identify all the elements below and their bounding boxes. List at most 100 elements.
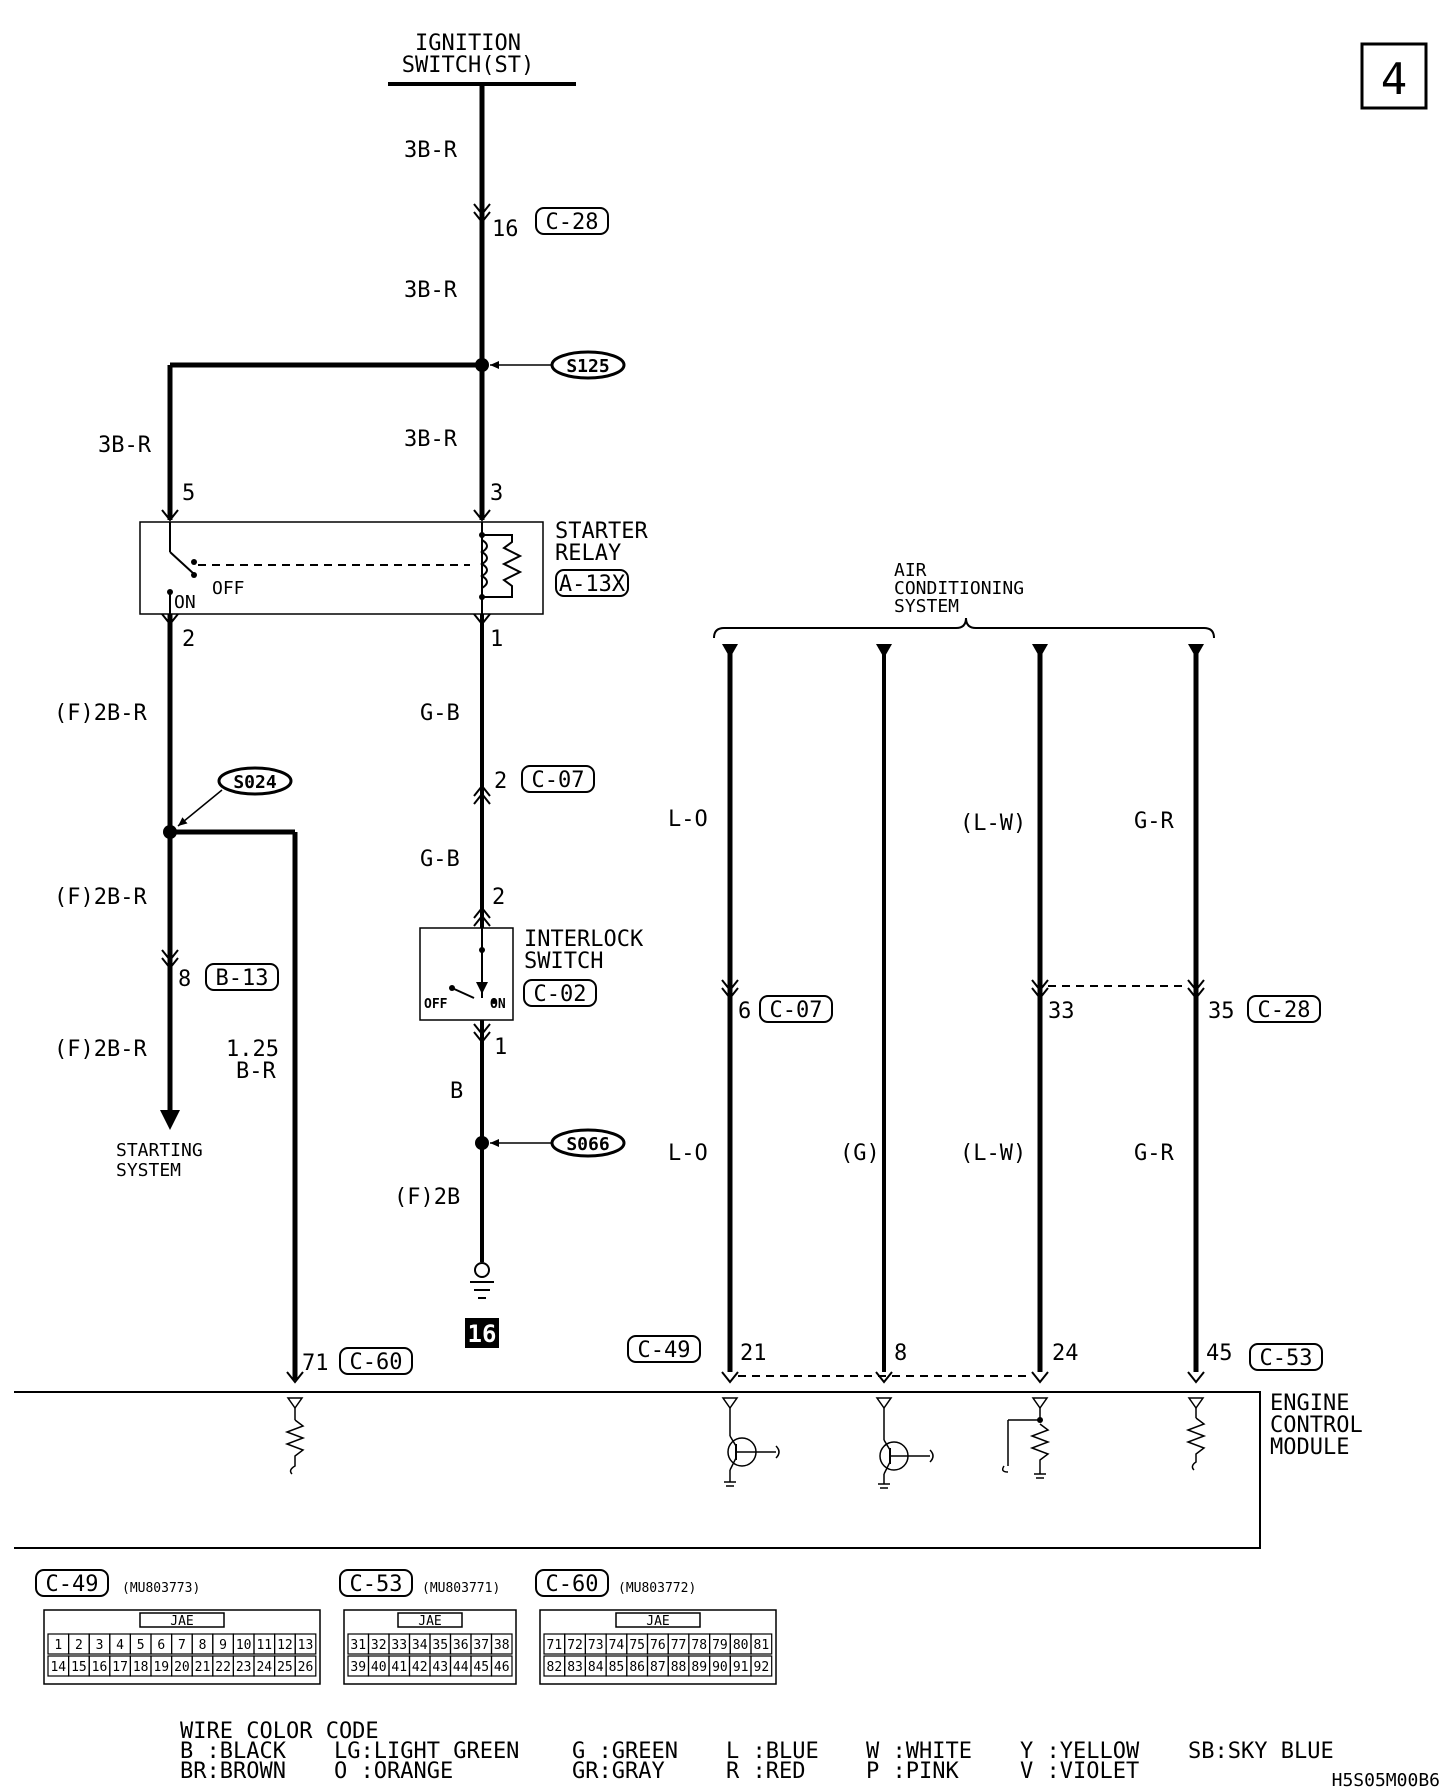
pin-number: 5 — [137, 1638, 145, 1653]
cv-c60-name: C-60 — [546, 1572, 599, 1597]
pin-number: 72 — [567, 1638, 583, 1653]
interlock-off: OFF — [424, 997, 448, 1012]
pin-number: 2 — [75, 1638, 83, 1653]
pin-number: 6 — [157, 1638, 165, 1653]
pin-number: 85 — [609, 1660, 625, 1675]
color-code-entry: SB:SKY BLUE — [1188, 1739, 1334, 1764]
wire-label-gb-1: G-B — [420, 701, 460, 726]
ground-number-box — [465, 1318, 499, 1348]
ignition-label-1: IGNITION — [415, 31, 521, 56]
connector-c28-top: C-28 — [546, 210, 599, 235]
color-code-entry: BR:BROWN — [180, 1759, 286, 1784]
pin-number: 90 — [712, 1660, 728, 1675]
pin-number: 78 — [691, 1638, 707, 1653]
connector-c53: C-53 — [1260, 1346, 1313, 1371]
ac-brace — [713, 617, 1215, 639]
pin-1-relay: 1 — [490, 627, 503, 652]
cv-c49-part: (MU803773) — [122, 1581, 200, 1596]
pin-number: 18 — [133, 1660, 149, 1675]
pin-number: 23 — [236, 1660, 252, 1675]
pin-24: 24 — [1052, 1341, 1079, 1366]
wire-label-3br-mid: 3B-R — [404, 278, 458, 303]
pin-number: 24 — [256, 1660, 272, 1675]
pin-number: 71 — [547, 1638, 563, 1653]
pin-number: 19 — [153, 1660, 169, 1675]
cv-c53-maker: JAE — [418, 1614, 441, 1629]
relay-contact — [169, 551, 195, 575]
pin-number: 13 — [298, 1638, 314, 1653]
wire-label-f2br-b: (F)2B-R — [54, 885, 147, 910]
wire-label-g: (G) — [840, 1141, 880, 1166]
wire-label-gb-2: G-B — [420, 847, 460, 872]
pin-21: 21 — [740, 1341, 767, 1366]
cv-c49-name: C-49 — [46, 1572, 99, 1597]
pin-45: 45 — [1206, 1341, 1233, 1366]
pin-2-relay: 2 — [182, 627, 195, 652]
cv-c53-part: (MU803771) — [422, 1581, 500, 1596]
wire-label-lw-1: (L-W) — [960, 811, 1026, 836]
relay-resistor — [482, 534, 523, 598]
pin-number: 1 — [54, 1638, 62, 1653]
ecm-circuit-21 — [721, 1397, 780, 1487]
pin-number: 26 — [298, 1660, 314, 1675]
ecm-box — [14, 1391, 1261, 1549]
color-code-entry: B :BLACK — [180, 1739, 287, 1764]
color-code-entry: V :VIOLET — [1020, 1759, 1139, 1784]
page-number-box — [1360, 42, 1428, 110]
pin-number: 77 — [671, 1638, 687, 1653]
pin-cell — [750, 1633, 773, 1655]
wire-label-b: B — [450, 1079, 463, 1104]
pin-number: 89 — [691, 1660, 707, 1675]
pin-number: 11 — [256, 1638, 272, 1653]
wire-label-lo-1: L-O — [668, 807, 708, 832]
splice-s066: S066 — [566, 1134, 609, 1155]
cv-c60-part: (MU803772) — [618, 1581, 696, 1596]
pin-8-b13: 8 — [178, 967, 191, 992]
pin-number: 46 — [494, 1660, 510, 1675]
ecm-circuit-8 — [875, 1397, 934, 1489]
wire-label-125-color: B-R — [236, 1059, 276, 1084]
ground-point — [474, 1262, 490, 1278]
wire-label-f2br-c: (F)2B-R — [54, 1037, 147, 1062]
pin-number: 81 — [754, 1638, 770, 1653]
pin-number: 4 — [116, 1638, 124, 1653]
ecm-circuit-45 — [1185, 1397, 1207, 1471]
pin-number: 22 — [215, 1660, 231, 1675]
pin-number: 21 — [195, 1660, 211, 1675]
pin-cell — [294, 1633, 317, 1655]
wire-label-125: 1.25 — [226, 1037, 279, 1062]
arrow-to-starting-system — [160, 1110, 180, 1130]
color-code-entry: R :RED — [726, 1759, 805, 1784]
pin-number: 82 — [547, 1660, 563, 1675]
pin-2-c07: 2 — [494, 769, 507, 794]
wire-label-lo-2: L-O — [668, 1141, 708, 1166]
ecm-circuit-71 — [284, 1397, 306, 1475]
pin-number: 79 — [712, 1638, 728, 1653]
connector-c02: C-02 — [534, 982, 587, 1007]
pin-cell — [750, 1655, 773, 1677]
cv-c53-name: C-53 — [350, 1572, 403, 1597]
wire-label-3br-left: 3B-R — [98, 433, 152, 458]
pin-number: 84 — [588, 1660, 604, 1675]
page-number: 4 — [1381, 54, 1408, 105]
pin-number: 10 — [236, 1638, 252, 1653]
cv-c60-maker: JAE — [646, 1614, 669, 1629]
pin-number: 16 — [92, 1660, 108, 1675]
pin-number: 33 — [391, 1638, 407, 1653]
pin-number: 80 — [733, 1638, 749, 1653]
ac-label-1: AIR — [894, 560, 927, 581]
color-code-entry: O :ORANGE — [334, 1759, 453, 1784]
pin-cell — [294, 1655, 317, 1677]
wire-label-gr-2: G-R — [1134, 1141, 1174, 1166]
relay-label-2: RELAY — [555, 541, 621, 566]
wire-color-code: WIRE COLOR CODE B :BLACK BR:BROWN LG:LIG… — [180, 1719, 1334, 1784]
pin-number: 41 — [391, 1660, 407, 1675]
pin-number: 25 — [277, 1660, 293, 1675]
ecm-circuit-24 — [1001, 1397, 1051, 1479]
pin-number: 73 — [588, 1638, 604, 1653]
pin-16: 16 — [492, 217, 519, 242]
